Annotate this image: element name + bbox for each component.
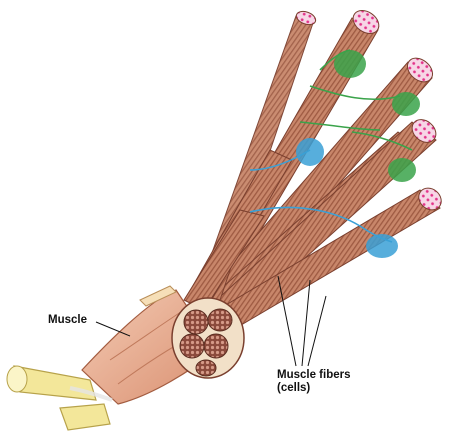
fiber-cross-section-icon — [172, 298, 244, 378]
muscle-fibers-label-line1: Muscle fibers — [277, 369, 351, 382]
muscle-label: Muscle — [48, 314, 87, 327]
muscle-fibers-label-line2: (cells) — [277, 382, 351, 395]
muscle-fibers-label: Muscle fibers (cells) — [277, 369, 351, 395]
